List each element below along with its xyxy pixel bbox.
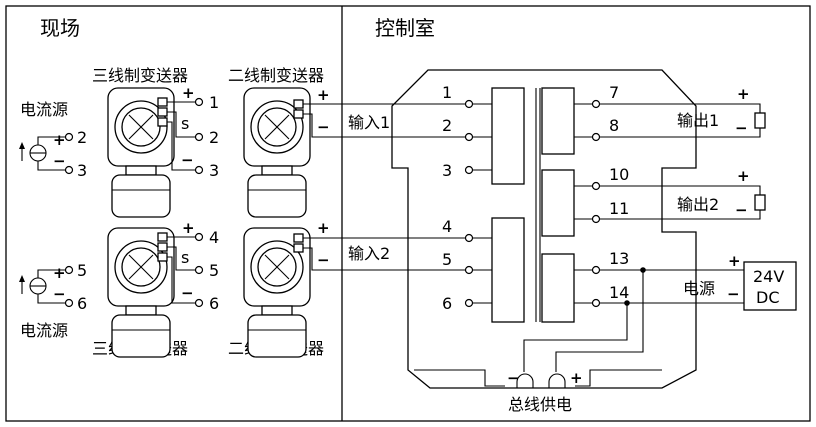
output1-label: 输出1 [677,111,719,130]
cs-terminal-6: 6 [77,294,87,313]
isolator-right-terminals: 7 8 10 11 13 14 [574,83,629,308]
field-terminal-4: 4 [209,228,219,247]
minus-sign: − [181,151,194,169]
isolator-housing [391,69,697,389]
minus-sign: − [53,152,66,170]
iso-terminal-2: 2 [442,116,452,135]
current-source-label-top: 电流源 [20,100,68,119]
two-wire-top-wiring: + − 输入1 [293,86,466,138]
output1-wiring: + − 输出1 [599,85,766,138]
iso-terminal-7: 7 [609,83,619,102]
iso-terminal-1: 1 [442,83,452,102]
plus-sign: + [182,219,195,237]
plus-sign: + [737,167,750,185]
bus-power-connector: − + 总线供电 [414,369,662,414]
current-source-top: 电流源 + − 2 3 [19,100,87,180]
three-wire-transmitter-label-top: 三线制变送器 [92,66,188,85]
power-label: 电源 [683,279,715,298]
power-supply-type: DC [756,288,780,307]
output2-wiring: + − 输出2 [599,167,766,220]
three-wire-bottom-wiring: + s − 4 5 6 [157,219,219,313]
iso-terminal-6: 6 [442,294,452,313]
field-terminal-3: 3 [209,161,219,180]
plus-sign: + [317,219,330,237]
input1-label: 输入1 [348,113,390,132]
output2-label: 输出2 [677,195,719,214]
two-wire-bottom-wiring: + − 输入2 [293,219,466,271]
three-wire-top-wiring: + s − 1 2 3 [157,84,219,180]
minus-sign: − [727,285,740,303]
minus-sign: − [53,285,66,303]
plus-sign: + [317,86,330,104]
iso-terminal-14: 14 [609,283,629,302]
iso-terminal-3: 3 [442,161,452,180]
field-terminal-2: 2 [209,128,219,147]
plus-sign: + [53,264,66,282]
field-section-title: 现场 [40,16,80,40]
isolator-left-terminals: 1 2 3 4 5 6 [442,83,492,313]
cs-terminal-2: 2 [77,128,87,147]
minus-sign: − [181,284,194,302]
power-supply-wiring: 24V DC + − 电源 [523,252,797,372]
input2-label: 输入2 [348,244,390,263]
minus-sign: − [735,201,748,219]
signal-label: s [181,248,189,267]
signal-label: s [181,114,189,133]
minus-sign: − [317,118,330,136]
outer-frame [5,5,811,422]
three-wire-transmitter-top [107,87,175,218]
plus-sign: + [570,369,583,387]
plus-sign: + [53,131,66,149]
bus-power-label: 总线供电 [508,395,572,414]
minus-sign: − [507,369,520,387]
iso-terminal-11: 11 [609,199,629,218]
dc-power-supply-box [743,261,797,311]
plus-sign: + [182,84,195,102]
isolator-blocks [491,87,575,323]
power-supply-voltage: 24V [753,267,784,286]
minus-sign: − [317,251,330,269]
control-room-section-title: 控制室 [375,16,435,40]
iso-terminal-10: 10 [609,165,629,184]
field-terminal-5: 5 [209,261,219,280]
iso-terminal-4: 4 [442,217,452,236]
field-terminal-1: 1 [209,93,219,112]
current-source-label-bottom: 电流源 [20,321,68,340]
cs-terminal-3: 3 [77,161,87,180]
iso-terminal-5: 5 [442,250,452,269]
iso-terminal-13: 13 [609,249,629,268]
minus-sign: − [735,119,748,137]
plus-sign: + [737,85,750,103]
current-source-bottom: + − 5 6 电流源 [19,261,87,340]
two-wire-transmitter-label-top: 二线制变送器 [228,66,324,85]
field-terminal-6: 6 [209,294,219,313]
plus-sign: + [728,252,741,270]
iso-terminal-8: 8 [609,116,619,135]
cs-terminal-5: 5 [77,261,87,280]
